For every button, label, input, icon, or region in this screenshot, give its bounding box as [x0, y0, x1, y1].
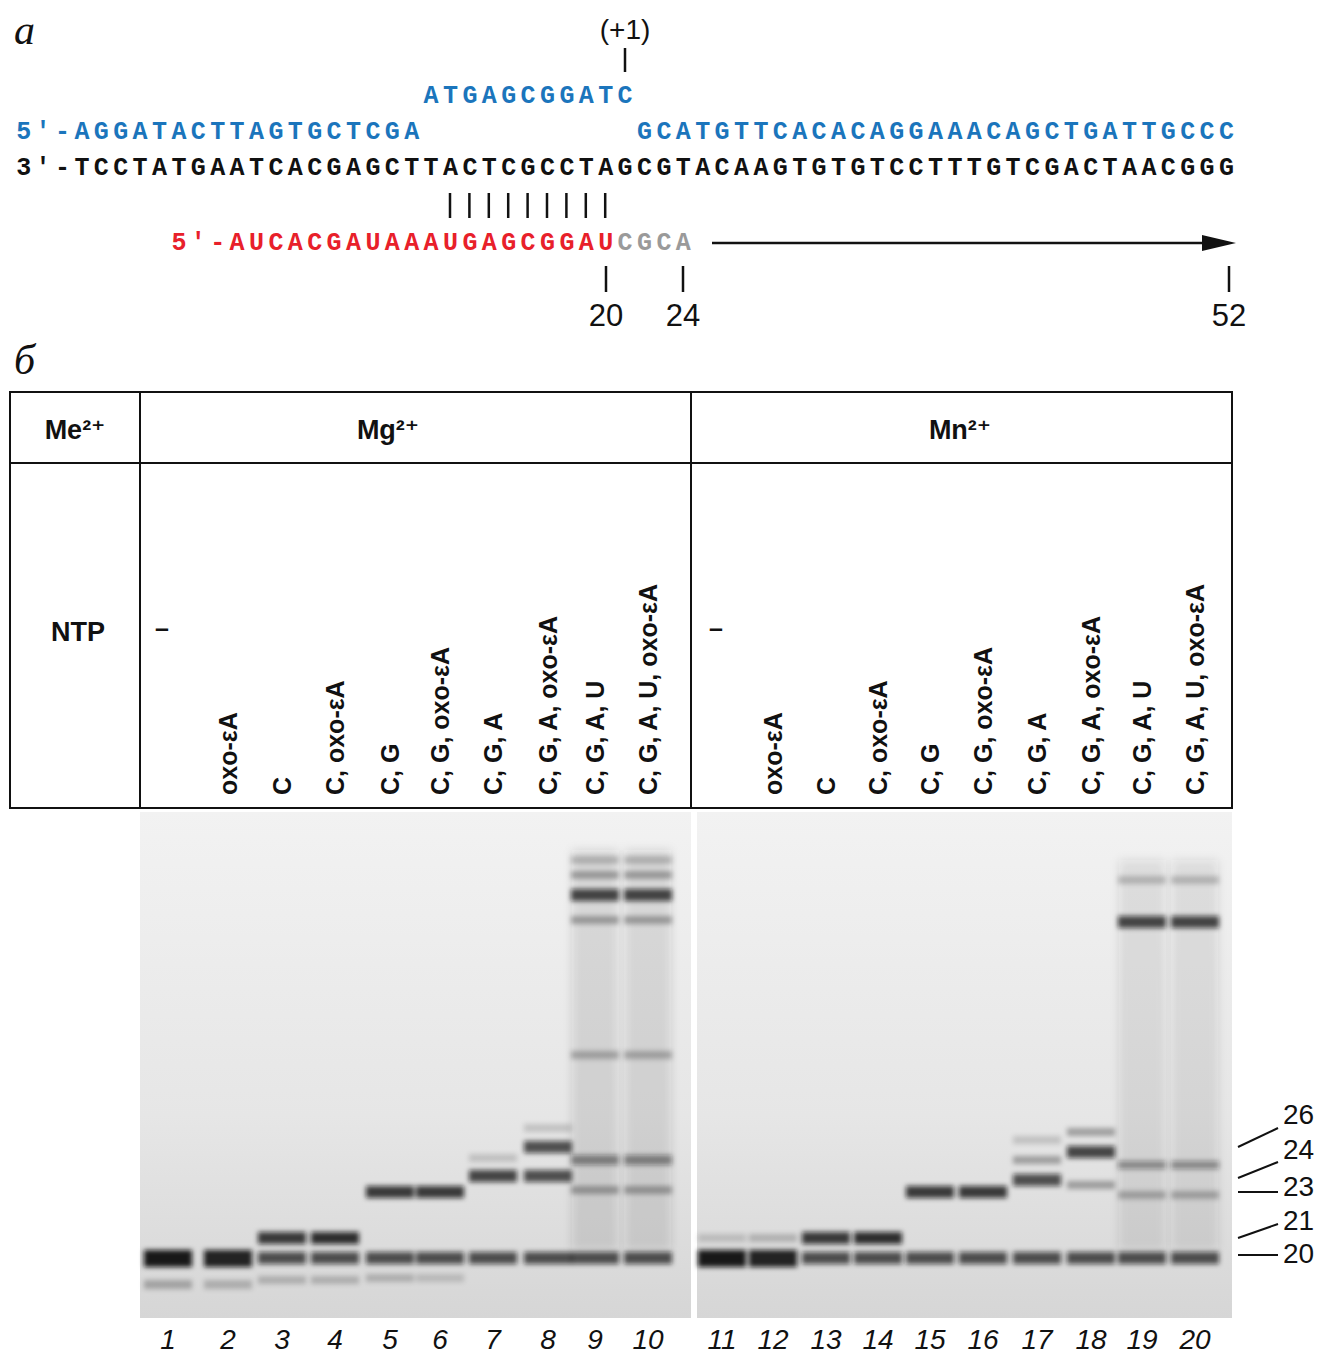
table-header: NTP	[51, 617, 105, 648]
lane-number: 12	[757, 1324, 788, 1356]
lane-condition: oxo-εA	[214, 712, 243, 795]
lane-condition: C, G, A, U, oxo-εA	[1181, 584, 1210, 795]
table-header: Me²⁺	[45, 414, 106, 446]
lane-number: 10	[632, 1324, 663, 1356]
lane-condition: C, oxo-εA	[864, 680, 893, 795]
lane-number: 4	[327, 1324, 343, 1356]
lane-number: 11	[707, 1324, 736, 1356]
size-marker: 23	[1283, 1171, 1314, 1203]
lane-condition: oxo-εA	[759, 712, 788, 795]
lane-number: 15	[914, 1324, 945, 1356]
lane-condition: C	[268, 777, 297, 795]
lane-number: 8	[540, 1324, 556, 1356]
lane-condition: C, G, A	[479, 713, 508, 795]
size-marker: 26	[1283, 1099, 1314, 1131]
lane-number: 19	[1126, 1324, 1157, 1356]
lane-condition: C, G, A	[1023, 713, 1052, 795]
lane-condition: C, G	[376, 744, 405, 795]
rna-sequence: CGCA	[618, 229, 696, 258]
lane-number: 2	[220, 1324, 236, 1356]
lane-number: 20	[1179, 1324, 1210, 1356]
arrow-head	[1202, 235, 1236, 251]
size-marker: 21	[1283, 1205, 1314, 1237]
dna-sequence: ATGAGCGGATC	[424, 82, 637, 111]
lane-number: 18	[1075, 1324, 1106, 1356]
lane-condition: C, G, A, U	[1128, 681, 1157, 795]
lane-condition: –	[155, 614, 169, 643]
position-number: 52	[1212, 298, 1246, 334]
panel-letter: б	[14, 336, 35, 384]
lane-number: 7	[485, 1324, 501, 1356]
position-number: 24	[666, 298, 700, 334]
rna-sequence: 5′-AUCACGAUAAAUGAGCGGAU	[171, 229, 617, 258]
leader-lines	[1238, 1128, 1278, 1255]
table-header: Mg²⁺	[357, 414, 419, 446]
position-label: (+1)	[600, 14, 651, 46]
lane-number: 16	[967, 1324, 998, 1356]
lane-number: 5	[382, 1324, 398, 1356]
table-header: Mn²⁺	[929, 414, 991, 446]
lane-condition: C, oxo-εA	[321, 680, 350, 795]
lane-number: 9	[587, 1324, 603, 1356]
panel-letter: а	[14, 6, 35, 54]
gel-image	[140, 812, 1232, 1318]
lane-condition: C, G, oxo-εA	[426, 647, 455, 795]
lane-number: 13	[810, 1324, 841, 1356]
lane-condition: C, G, A, oxo-εA	[1077, 616, 1106, 795]
lane-condition: C, G, A, U	[581, 681, 610, 795]
lane-number: 3	[274, 1324, 290, 1356]
dna-sequence: GCATGTTCACACAGGAAACAGCTGATTGCCC	[637, 118, 1238, 147]
lane-condition: C	[812, 777, 841, 795]
table-grid	[10, 392, 1232, 808]
lane-condition: C, G, A, oxo-εA	[534, 616, 563, 795]
lane-number: 6	[432, 1324, 448, 1356]
lane-condition: C, G, A, U, oxo-εA	[634, 584, 663, 795]
dna-sequence: 3′-TCCTATGAATCACGAGCTTACTCGCCTAGCGTACAAG…	[16, 154, 1238, 183]
size-marker: 20	[1283, 1238, 1314, 1270]
dna-sequence: 5′-AGGATACTTAGTGCTCGA	[16, 118, 423, 147]
position-number: 20	[589, 298, 623, 334]
lane-number: 1	[160, 1324, 176, 1356]
lane-condition: C, G, oxo-εA	[969, 647, 998, 795]
lane-condition: –	[709, 614, 723, 643]
size-marker: 24	[1283, 1134, 1314, 1166]
lane-number: 14	[862, 1324, 893, 1356]
lane-number: 17	[1021, 1324, 1052, 1356]
lane-condition: C, G	[916, 744, 945, 795]
